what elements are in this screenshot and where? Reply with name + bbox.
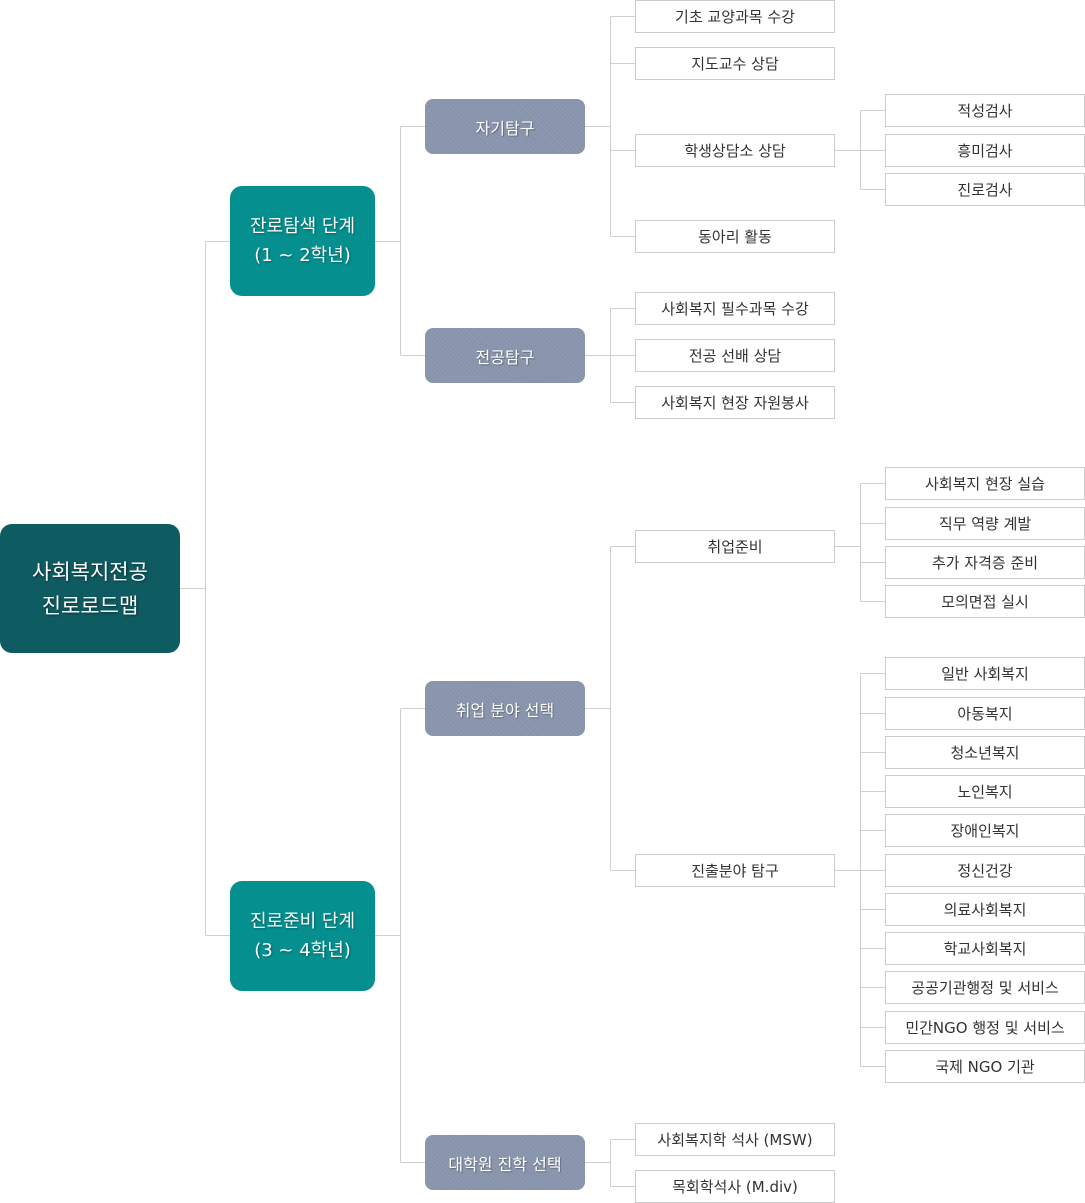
stage-preparation-node: 진로준비 단계 (3 ~ 4학년)	[230, 881, 375, 991]
field-child-welfare: 아동복지	[885, 697, 1085, 730]
connector-stage2-topics	[375, 708, 425, 1163]
item-msw: 사회복지학 석사 (MSW)	[635, 1123, 835, 1156]
stage-exploration-node: 잔로탐색 단계 (1 ~ 2학년)	[230, 186, 375, 296]
connector-field-items	[835, 673, 885, 1067]
connector-root-stages	[180, 241, 230, 936]
field-disability-welfare: 장애인복지	[885, 814, 1085, 847]
prep-mock-interview: 모의면접 실시	[885, 585, 1085, 618]
item-field-exploration: 진출분야 탐구	[635, 854, 835, 887]
item-student-counseling-center: 학생상담소 상담	[635, 134, 835, 167]
item-basic-liberal-arts: 기초 교양과목 수강	[635, 0, 835, 33]
connector-grad-items	[585, 1139, 635, 1187]
field-school-social-work: 학교사회복지	[885, 932, 1085, 965]
prep-certification: 추가 자격증 준비	[885, 546, 1085, 579]
field-public-administration: 공공기관행정 및 서비스	[885, 971, 1085, 1004]
field-general-welfare: 일반 사회복지	[885, 657, 1085, 690]
connector-tests	[835, 110, 885, 190]
connector-major-items	[585, 308, 635, 403]
roadmap-root-node: 사회복지전공 진로로드맵	[0, 524, 180, 653]
connector-stage1-topics	[375, 126, 425, 356]
item-job-preparation: 취업준비	[635, 530, 835, 563]
subitem-career-test: 진로검사	[885, 173, 1085, 206]
connector-prep-items	[835, 483, 885, 602]
topic-major-exploration: 전공탐구	[425, 328, 585, 383]
item-senior-counseling: 전공 선배 상담	[635, 339, 835, 372]
field-private-ngo: 민간NGO 행정 및 서비스	[885, 1011, 1085, 1044]
topic-grad-school: 대학원 진학 선택	[425, 1135, 585, 1190]
field-elderly-welfare: 노인복지	[885, 775, 1085, 808]
item-required-courses: 사회복지 필수과목 수강	[635, 292, 835, 325]
prep-field-practicum: 사회복지 현장 실습	[885, 467, 1085, 500]
connector-job-items	[585, 546, 635, 871]
topic-job-field: 취업 분야 선택	[425, 681, 585, 736]
subitem-interest-test: 흥미검사	[885, 134, 1085, 167]
subitem-aptitude-test: 적성검사	[885, 94, 1085, 127]
item-field-volunteering: 사회복지 현장 자원봉사	[635, 386, 835, 419]
field-international-ngo: 국제 NGO 기관	[885, 1050, 1085, 1083]
item-club-activity: 동아리 활동	[635, 220, 835, 253]
connector-self-items	[585, 16, 635, 237]
item-mdiv: 목회학석사 (M.div)	[635, 1170, 835, 1203]
field-medical-social-work: 의료사회복지	[885, 893, 1085, 926]
field-youth-welfare: 청소년복지	[885, 736, 1085, 769]
field-mental-health: 정신건강	[885, 854, 1085, 887]
item-advisor-counseling: 지도교수 상담	[635, 47, 835, 80]
topic-self-exploration: 자기탐구	[425, 99, 585, 154]
prep-skill-development: 직무 역량 계발	[885, 507, 1085, 540]
